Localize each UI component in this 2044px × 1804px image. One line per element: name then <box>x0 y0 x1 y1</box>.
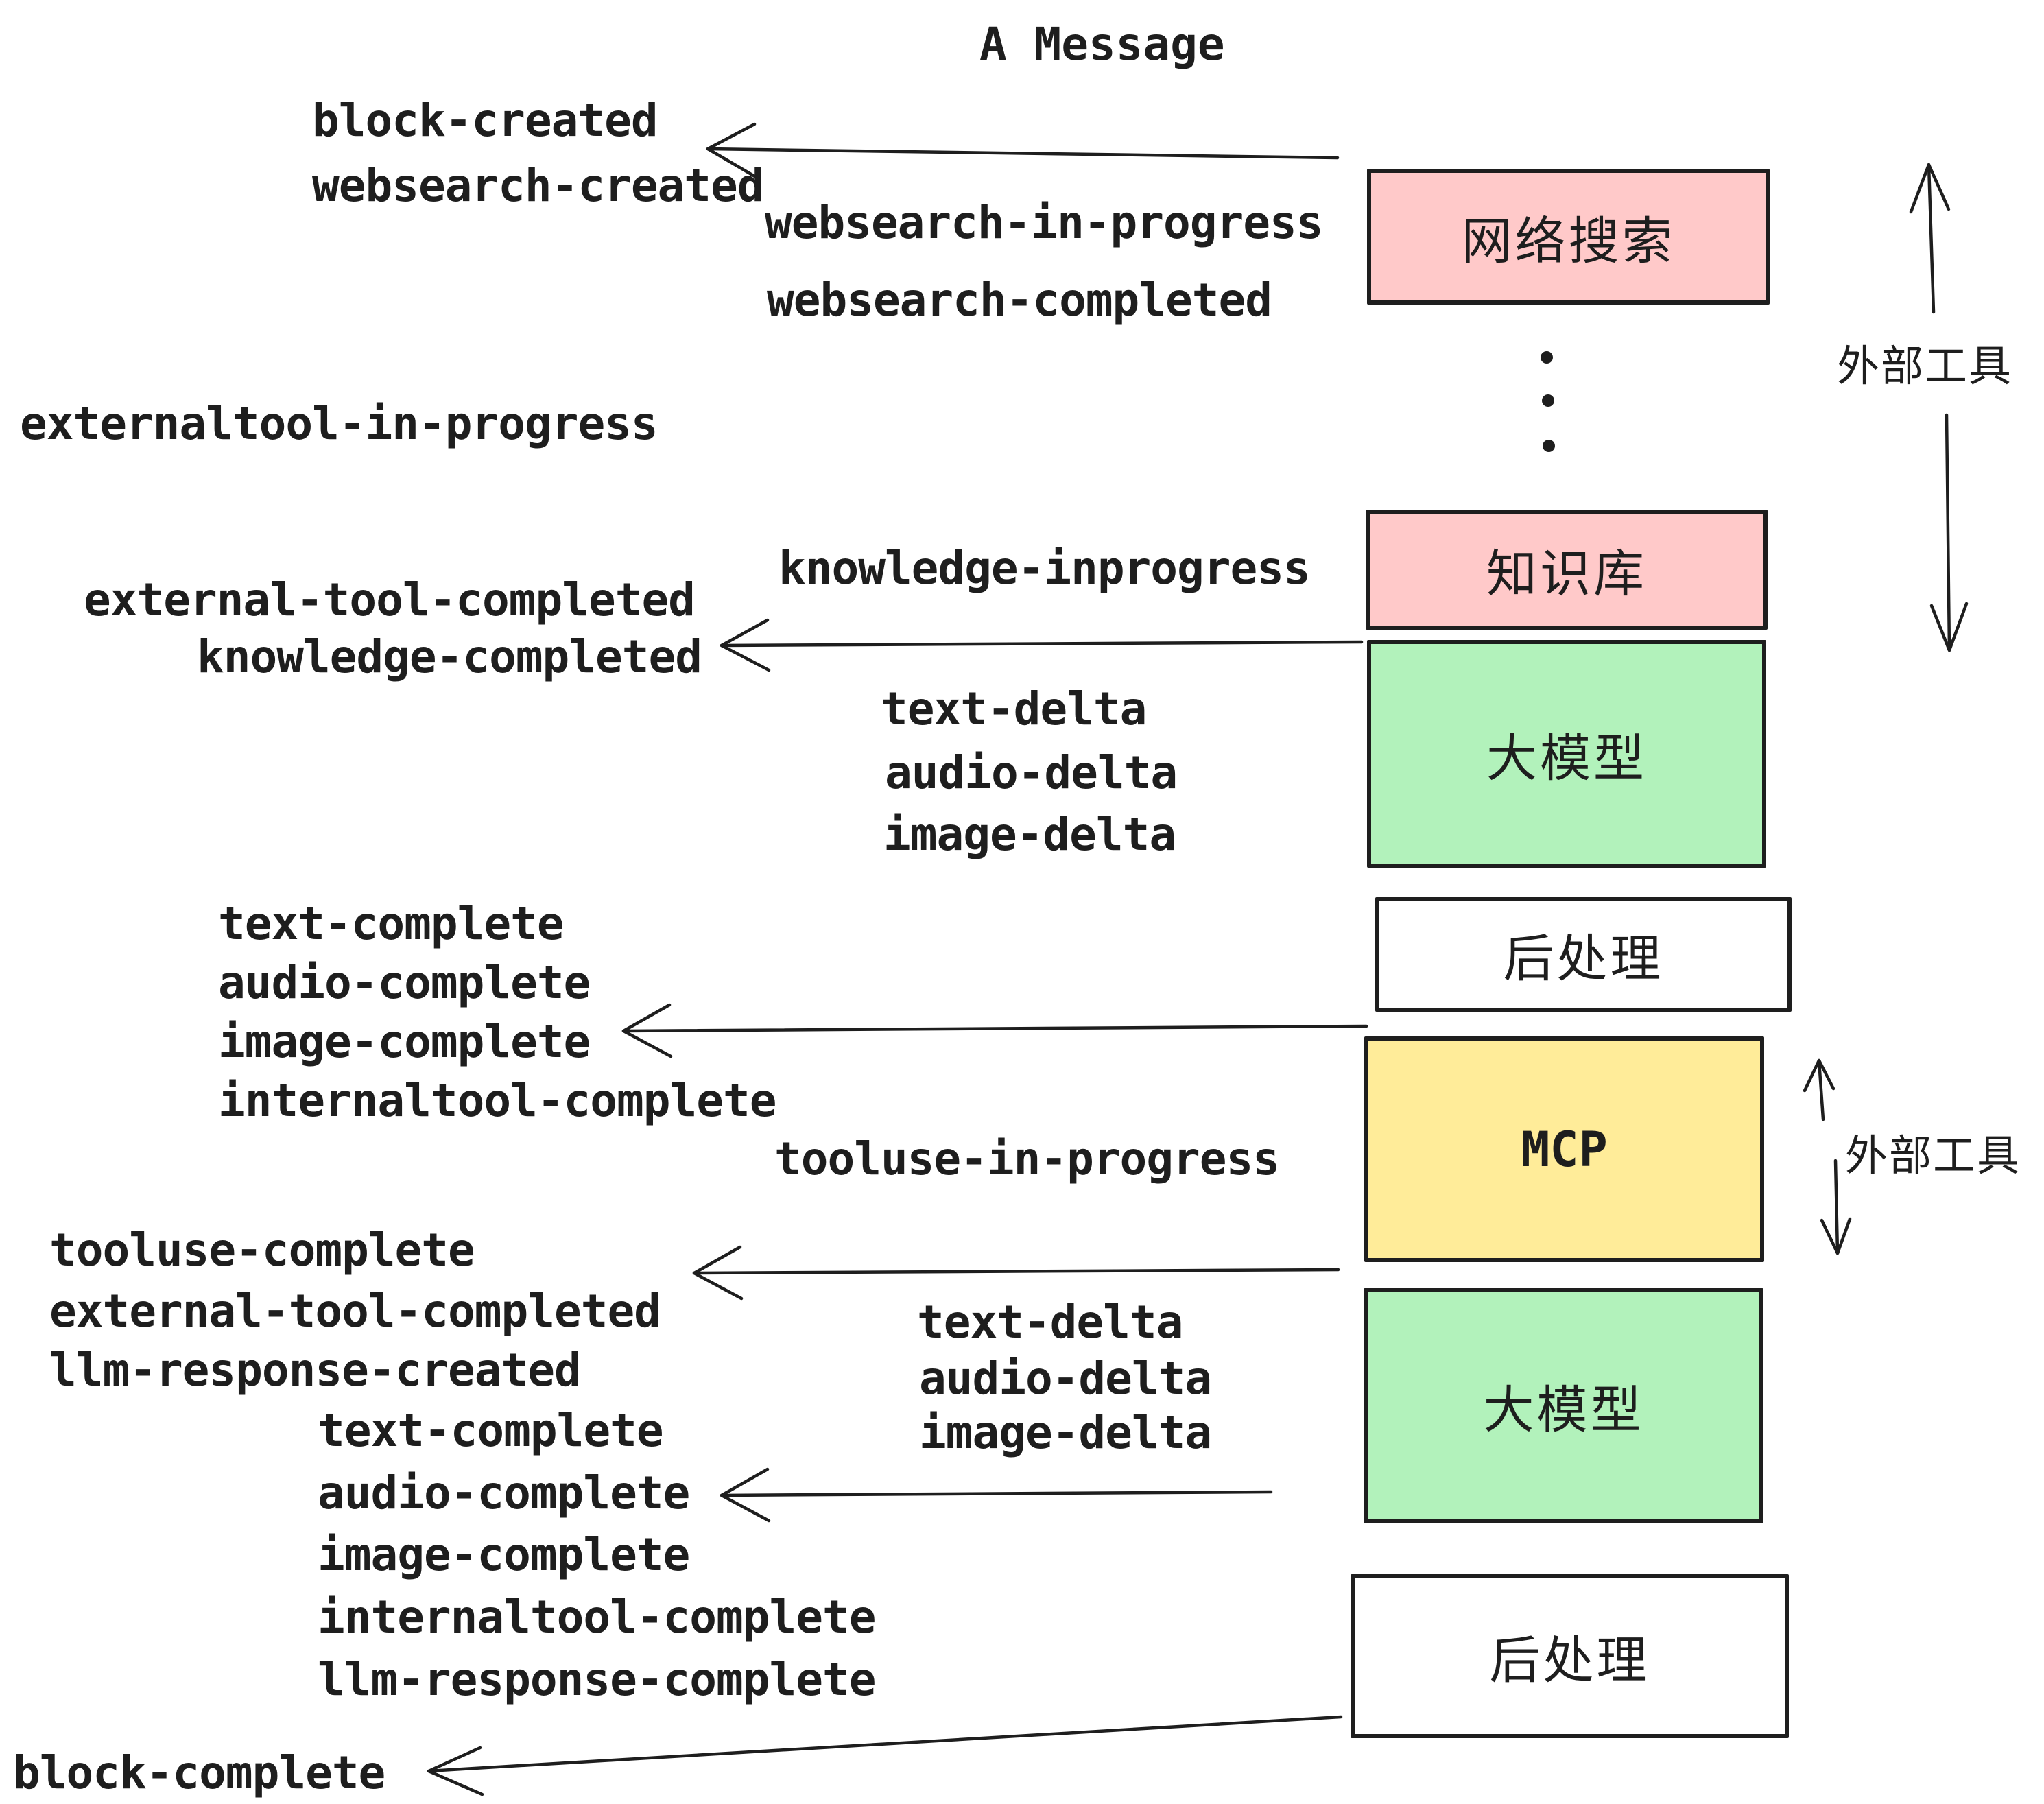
node-knowledge-label: 知识库 <box>1486 545 1647 602</box>
node-postprocess-1-label: 后处理 <box>1503 930 1664 987</box>
event-websearch-completed: websearch-completed <box>767 274 1272 327</box>
event-text-complete-2: text-complete <box>318 1404 664 1457</box>
node-mcp-label: MCP <box>1521 1121 1608 1178</box>
event-externaltool-in-progress: externaltool-in-progress <box>20 397 658 450</box>
node-llm-1: 大模型 <box>1367 640 1766 868</box>
node-postprocess-1: 后处理 <box>1375 897 1792 1012</box>
arrow-to-knowledge-completed <box>720 618 1364 672</box>
external-tools-mcp-label: 外部工具 <box>1845 1132 2021 1180</box>
event-text-complete-1: text-complete <box>218 897 565 950</box>
event-block-complete: block-complete <box>13 1746 385 1799</box>
event-websearch-in-progress: websearch-in-progress <box>765 196 1323 249</box>
arrow-to-block-complete <box>427 1715 1343 1796</box>
event-llm-response-complete: llm-response-complete <box>318 1653 876 1706</box>
node-websearch-label: 网络搜索 <box>1461 212 1676 270</box>
event-image-complete-1: image-complete <box>218 1015 591 1068</box>
event-tooluse-in-progress: tooluse-in-progress <box>774 1132 1280 1185</box>
event-llm-response-created: llm-response-created <box>49 1344 582 1397</box>
arrow-to-block-created <box>706 122 1340 179</box>
arrow-to-image-complete <box>621 1003 1368 1058</box>
event-image-delta-1: image-delta <box>883 808 1176 861</box>
event-websearch-created: websearch-created <box>312 159 765 212</box>
external-tools-top-up-arrow <box>1909 163 1951 314</box>
diagram-title: A Message <box>979 18 1225 71</box>
event-external-tool-completed-2: external-tool-completed <box>49 1285 661 1338</box>
event-tooluse-complete: tooluse-complete <box>49 1224 475 1277</box>
node-mcp: MCP <box>1364 1036 1764 1262</box>
node-knowledge: 知识库 <box>1366 510 1768 630</box>
event-audio-complete-1: audio-complete <box>218 956 591 1009</box>
node-websearch: 网络搜索 <box>1367 169 1770 305</box>
node-postprocess-2-label: 后处理 <box>1489 1632 1650 1689</box>
external-tools-mcp-down-arrow <box>1820 1159 1852 1255</box>
event-block-created: block-created <box>312 94 658 147</box>
node-llm-2: 大模型 <box>1364 1288 1763 1523</box>
node-postprocess-2: 后处理 <box>1351 1574 1789 1738</box>
external-tools-mcp-up-arrow <box>1803 1058 1835 1121</box>
external-tools-top-label: 外部工具 <box>1837 343 2013 390</box>
event-audio-delta-2: audio-delta <box>919 1352 1212 1405</box>
node-llm-2-label: 大模型 <box>1483 1381 1644 1438</box>
arrow-to-audio-complete <box>720 1467 1273 1523</box>
event-knowledge-completed: knowledge-completed <box>197 630 702 683</box>
event-image-delta-2: image-delta <box>919 1406 1212 1459</box>
arrow-to-tooluse-complete <box>692 1245 1340 1301</box>
event-audio-complete-2: audio-complete <box>318 1467 690 1519</box>
node-llm-1-label: 大模型 <box>1486 729 1647 787</box>
event-internaltool-complete-2: internaltool-complete <box>318 1591 876 1643</box>
event-internaltool-complete-1: internaltool-complete <box>218 1074 776 1127</box>
ellipsis-dots <box>1541 351 1555 452</box>
event-text-delta-1: text-delta <box>881 683 1147 735</box>
event-audio-delta-1: audio-delta <box>885 746 1178 799</box>
event-image-complete-2: image-complete <box>318 1528 690 1581</box>
event-external-tool-completed: external-tool-completed <box>84 573 696 626</box>
external-tools-top-down-arrow <box>1929 413 1969 652</box>
event-text-delta-2: text-delta <box>917 1296 1183 1349</box>
event-knowledge-inprogress: knowledge-inprogress <box>779 542 1311 595</box>
